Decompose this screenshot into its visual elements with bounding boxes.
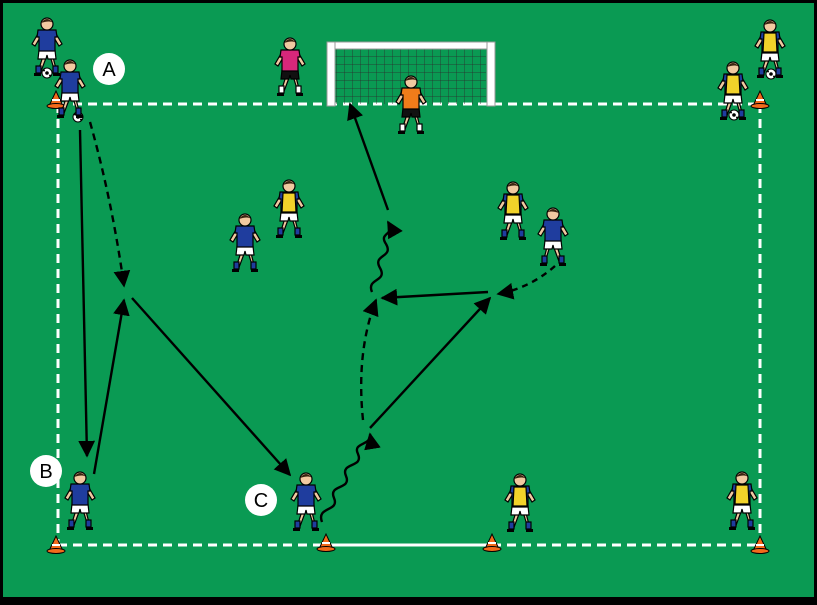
ball-1 bbox=[41, 67, 53, 79]
run-arrow-a bbox=[88, 121, 131, 288]
defender-yellow-2 bbox=[497, 181, 529, 240]
cone-5 bbox=[482, 532, 502, 552]
run-arrow-right bbox=[496, 265, 556, 300]
defender-yellow-3 bbox=[504, 473, 536, 532]
goalkeeper bbox=[395, 75, 427, 134]
defender-yellow-1 bbox=[273, 179, 305, 238]
ball-4 bbox=[728, 109, 740, 121]
label-b: B bbox=[39, 461, 52, 483]
attacker-blue-mid bbox=[229, 213, 261, 272]
label-a: A bbox=[102, 59, 116, 81]
pass-arrow-diagonal bbox=[369, 296, 492, 429]
pass-arrow-to-c bbox=[131, 297, 292, 477]
players bbox=[31, 17, 786, 532]
label-a-marker: A bbox=[93, 53, 125, 85]
attacker-blue-right bbox=[537, 207, 569, 266]
label-c: C bbox=[254, 490, 268, 512]
dribble-arrow-2 bbox=[369, 220, 403, 293]
pass-arrow-b-return bbox=[92, 298, 130, 475]
player-yellow-bottom-right bbox=[726, 471, 758, 530]
cone-4 bbox=[316, 532, 336, 552]
cone-2 bbox=[750, 89, 770, 109]
player-c bbox=[290, 472, 322, 531]
player-b bbox=[64, 471, 96, 530]
ball-3 bbox=[765, 68, 777, 80]
player-yellow-waiting bbox=[754, 19, 786, 78]
cone-6 bbox=[750, 534, 770, 554]
pass-arrow-a-b bbox=[78, 129, 96, 458]
player-yellow-corner bbox=[717, 61, 749, 120]
label-b-marker: B bbox=[30, 455, 62, 487]
movement-arrows bbox=[78, 102, 556, 523]
player-waiting-a bbox=[31, 17, 63, 76]
cones bbox=[46, 89, 770, 554]
cone-3 bbox=[46, 534, 66, 554]
run-arrow-c bbox=[359, 298, 379, 421]
pass-arrow-left bbox=[380, 288, 489, 306]
label-c-marker: C bbox=[245, 484, 277, 516]
dribble-arrow-c bbox=[319, 432, 381, 523]
player-a bbox=[54, 59, 86, 118]
goalkeeper-waiting bbox=[274, 37, 306, 96]
shot-arrow bbox=[347, 102, 390, 211]
